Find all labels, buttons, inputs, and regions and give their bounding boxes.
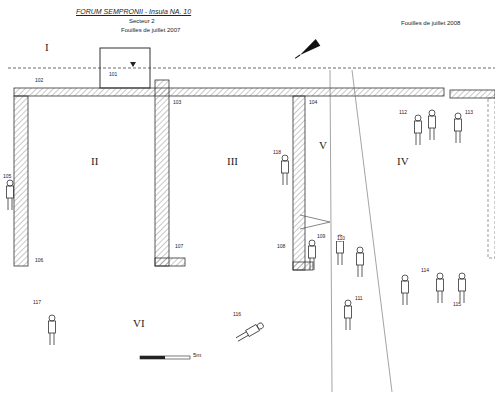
room-number: V	[318, 140, 328, 151]
room-number: III	[226, 156, 239, 167]
callout-number: 110	[336, 236, 346, 241]
callout-number: 116	[232, 312, 242, 317]
callout-number: 114	[420, 268, 430, 273]
callout-number: 115	[452, 302, 462, 307]
scale-label: 5m	[192, 352, 202, 358]
room-number: II	[90, 156, 99, 167]
callout-number: 104	[308, 100, 318, 105]
callout-number: 112	[398, 110, 408, 115]
datum-line	[8, 68, 495, 69]
callout-number: 108	[276, 244, 286, 249]
sheet-title: FORUM SEMPRONII - Insula NA. 10	[75, 8, 192, 15]
sheet-note: Secteur 2	[128, 18, 156, 24]
room-number: VI	[132, 318, 146, 329]
sheet-note: Fouilles de juillet 2008	[400, 20, 461, 26]
trench-edge	[352, 70, 392, 392]
scale-bar	[140, 356, 190, 359]
callout-number: 102	[34, 78, 44, 83]
walls	[14, 80, 495, 270]
callout-number: 107	[174, 244, 184, 249]
room-number: IV	[396, 156, 410, 167]
callout-number: 106	[34, 258, 44, 263]
level-mark	[130, 62, 136, 67]
section-mark	[300, 215, 330, 229]
callout-number: 117	[32, 300, 42, 305]
sheet-note: Fouilles de juillet 2007	[120, 27, 181, 33]
north-arrow	[293, 39, 321, 62]
callout-number: 111	[354, 296, 364, 301]
burials	[7, 110, 466, 345]
callout-number: 118	[272, 150, 282, 155]
niche	[100, 48, 150, 88]
callout-number: 105	[2, 174, 12, 179]
callout-number: 109	[316, 234, 326, 239]
trench-edge	[330, 70, 332, 392]
callout-number: 113	[464, 110, 474, 115]
room-number: I	[44, 42, 50, 53]
callout-number: 101	[108, 72, 118, 77]
callout-number: 103	[172, 100, 182, 105]
